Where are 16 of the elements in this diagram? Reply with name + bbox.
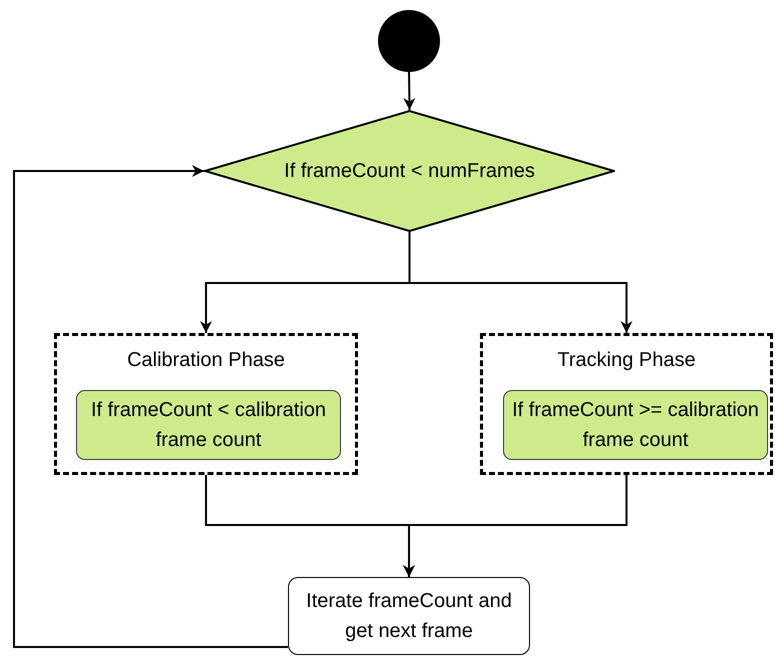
phase-container <box>54 333 358 475</box>
box-text: If frameCount >= calibration frame count <box>511 398 760 453</box>
arrow <box>408 232 632 333</box>
phase-heading: Calibration Phase <box>126 348 286 373</box>
condition-box <box>503 390 768 460</box>
arrow <box>403 72 416 110</box>
decision-diamond <box>204 110 615 232</box>
box-text: If frameCount < calibration frame count <box>90 398 328 453</box>
decision-text: If frameCount < numFrames <box>283 159 536 184</box>
phase-container <box>480 333 773 475</box>
process-box <box>288 577 530 655</box>
arrow <box>403 475 628 577</box>
arrow <box>13 165 288 648</box>
box-text: Iterate frameCount and get next frame <box>305 589 513 644</box>
condition-box <box>76 390 341 460</box>
phase-heading: Tracking Phase <box>556 348 697 373</box>
